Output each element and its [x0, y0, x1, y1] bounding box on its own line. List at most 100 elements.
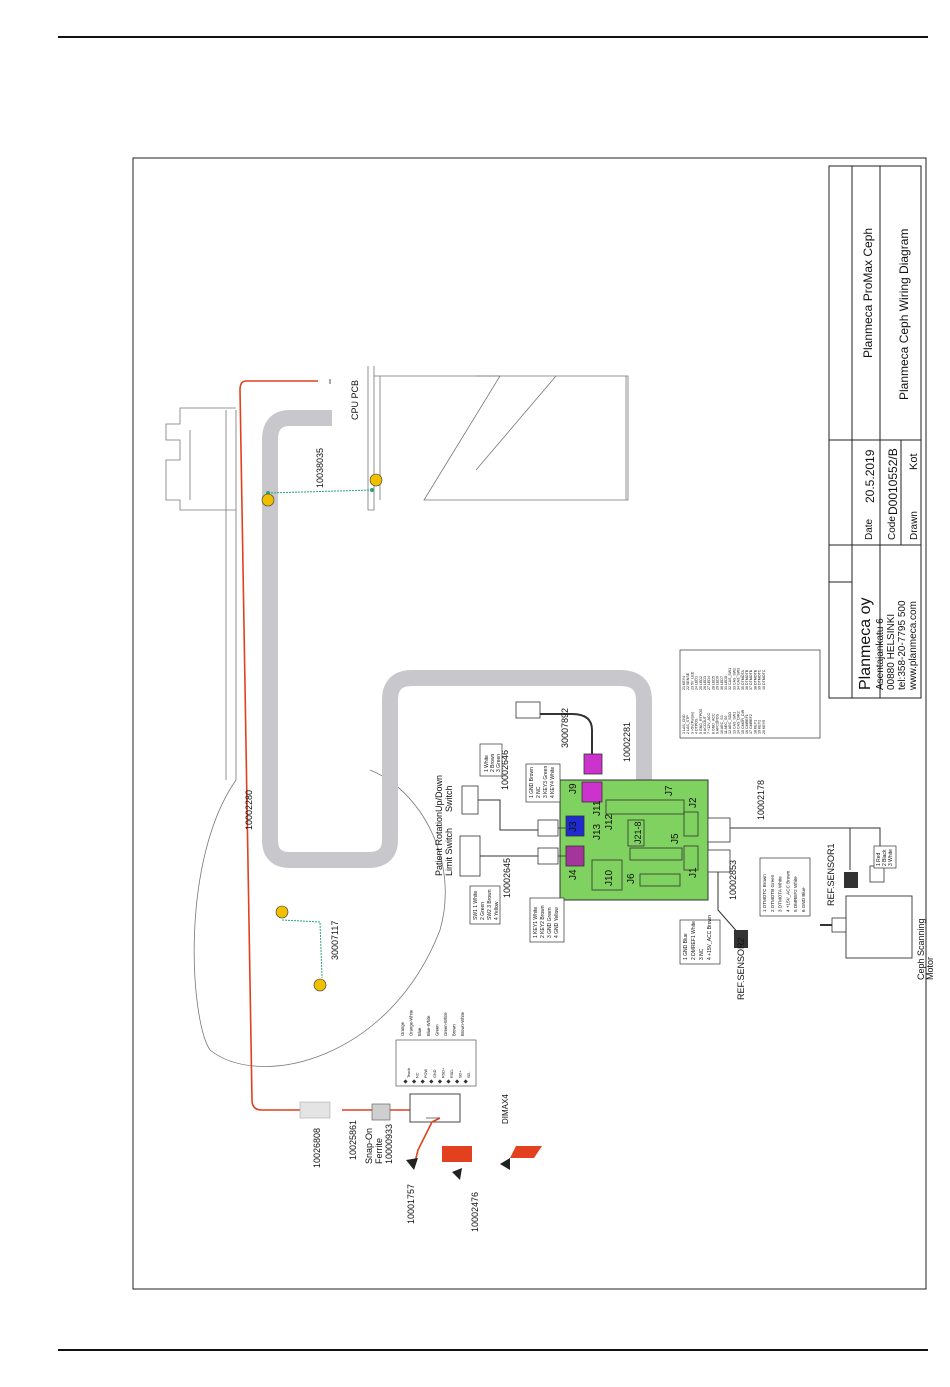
j7-pin-b-19: 39 DTMOTC	[758, 669, 762, 690]
j7-pin-a-20: 20 KEY5	[762, 720, 766, 734]
updown-switch-icon	[461, 785, 479, 815]
cpu-pcb-outline	[367, 366, 629, 511]
connector-j10-header	[591, 859, 623, 891]
dimax-pin-dot	[463, 1079, 468, 1084]
j3-connector-housing	[537, 819, 559, 837]
label-patient-1: Patient Rotation	[434, 812, 444, 876]
cable-30007892	[540, 713, 593, 754]
connector-j7-header	[605, 799, 685, 815]
label-10001757: 10001757	[406, 1184, 416, 1224]
patient-wire-2: 2 Green	[480, 902, 486, 920]
j7-pin-b-16: 36 DTMOTB	[745, 669, 749, 690]
dimax-pin-dot	[437, 1079, 443, 1084]
j7-pin-a-5: 5 GND_RTPOS	[699, 708, 703, 734]
dimax-wire-color-1: Orange	[400, 1021, 405, 1036]
j7-pin-a-10: 10 AEC_S3	[720, 715, 724, 734]
dimax4-module	[409, 1093, 461, 1123]
j4-pin-4: 4 GND Yellow	[554, 907, 560, 938]
title-block: Planmeca oy Asentajankatu 6 00880 HELSIN…	[828, 165, 922, 699]
ground-symbol-icon	[261, 493, 275, 507]
j4-pin-table	[529, 897, 565, 943]
label-j5: J5	[670, 833, 681, 844]
j3-pin-table	[525, 763, 561, 803]
j7-pin-b-12: 32 CAS_SW1	[728, 668, 732, 690]
j7-pin-a-4: 4 DTPOS	[695, 718, 699, 734]
label-10002645: 10002645	[502, 858, 512, 898]
label-30007892: 30007892	[560, 708, 570, 748]
ground-wire-10038035	[267, 489, 373, 494]
sensor1-pin-3: 3 White	[888, 849, 894, 866]
label-j6: J6	[626, 873, 637, 884]
j3-pin-4: 4 KEY4 White	[550, 767, 556, 798]
label-j7: J7	[664, 785, 675, 796]
j1-connector-housing	[707, 849, 731, 873]
website: www.planmeca.com	[908, 601, 919, 691]
patient-wire-table	[469, 885, 501, 925]
gray-cable-harness	[262, 410, 652, 868]
top-rule	[58, 36, 928, 38]
dimax-signal-8: SD-	[467, 1071, 471, 1078]
patient-wire-1: SW1 1 White	[473, 891, 479, 920]
j9-remote-connector	[515, 701, 541, 719]
patient-wire-3: SW2 3 Brown	[487, 889, 493, 920]
label-10000933: 10000933	[384, 1124, 394, 1164]
dimax-wire-color-2: Orange-White	[409, 1009, 414, 1036]
label-10002853: 10002853	[728, 860, 738, 900]
dimax-wire-color-5: Green	[434, 1024, 439, 1036]
dimax-wire-color-6: Green-White	[443, 1012, 448, 1036]
patient-limit-switch-icon	[459, 835, 481, 877]
j7-pin-b-15: 35 DTMOTA	[741, 669, 745, 690]
dimax-wire-color-8: Brown-White	[460, 1011, 465, 1036]
bottom-rule	[58, 1349, 928, 1351]
j7-pin-a-8: 8 GND_ACC	[711, 713, 715, 734]
dimax-wire-color-3: Blue	[417, 1027, 422, 1036]
label-10002476: 10002476	[470, 1192, 480, 1232]
connector-j6-header	[639, 873, 681, 887]
ref-sensor2-icon	[734, 930, 748, 948]
dimax-wire-color-7: Brown	[452, 1023, 457, 1036]
sensor2-pin-3: 3 NC	[699, 948, 705, 960]
label-ref-sensor2: REF.SENSOR2	[736, 937, 746, 1000]
label-snapon-2: Ferrite	[374, 1138, 384, 1164]
updown-wire-2: 2 Brown	[490, 753, 496, 772]
j7-pin-b-9: 29 LED6	[716, 676, 720, 690]
j3-pin-3: 3 KEY3 Green	[543, 766, 549, 798]
motor-pin-table	[759, 857, 811, 917]
j7-pin-b-18: 38 DTMOTB	[753, 669, 757, 690]
j7-pin-a-6: 6 ACCOUT	[703, 715, 707, 734]
j7-pin-a-12: 12 AEC_SDO	[728, 712, 732, 734]
dimax-connector-board	[395, 1039, 477, 1087]
drawing-title: Planmeca Ceph Wiring Diagram	[897, 229, 911, 400]
j7-pin-b-13: 33 CAS_SW2	[732, 668, 736, 690]
ground-symbol-icon	[313, 978, 327, 992]
connector-j21-8-header	[627, 819, 645, 847]
patient-wire-4: 4 Yellow	[494, 901, 500, 920]
label-10002178: 10002178	[756, 780, 766, 820]
j4-pin-3: 3 GND Green	[547, 907, 553, 938]
dimax-signal-7: SD+	[459, 1070, 463, 1078]
updown-switch-wire	[478, 799, 538, 831]
j7-pin-b-4: 24 LED1	[695, 676, 699, 690]
code-value: D0010552/B	[886, 448, 900, 515]
j7-pin-a-1: 1 LAS_CND	[682, 714, 686, 734]
j4-connector-housing	[537, 847, 559, 865]
date-label: Date	[864, 518, 875, 540]
motor-pin-1: 1 DTMOTC Brown	[762, 874, 767, 912]
drawn-label: Drawn	[909, 511, 920, 540]
sensor1-pin-table	[873, 845, 897, 869]
updown-wire-3: 3 Green	[496, 754, 502, 772]
red-wire-10002280	[239, 380, 318, 1111]
j7-pin-b-2: 22 SENSE	[686, 672, 690, 690]
label-10025861: 10025861	[348, 1120, 358, 1160]
j7-pin-table	[679, 649, 821, 739]
ceph-scanning-motor-icon	[845, 895, 913, 959]
j7-pin-b-20: 40 DTMOTC	[762, 669, 766, 690]
j7-pin-b-14: 34 CAS_SW3	[737, 668, 741, 690]
sensor2-pin-4: 4 +15V_ACC Brown	[707, 915, 713, 960]
dimax-pin-dot	[446, 1079, 451, 1084]
j7-pin-b-11: 31 LED8	[724, 676, 728, 690]
sensor2-pin-1: 1 GND Blue	[683, 933, 689, 960]
